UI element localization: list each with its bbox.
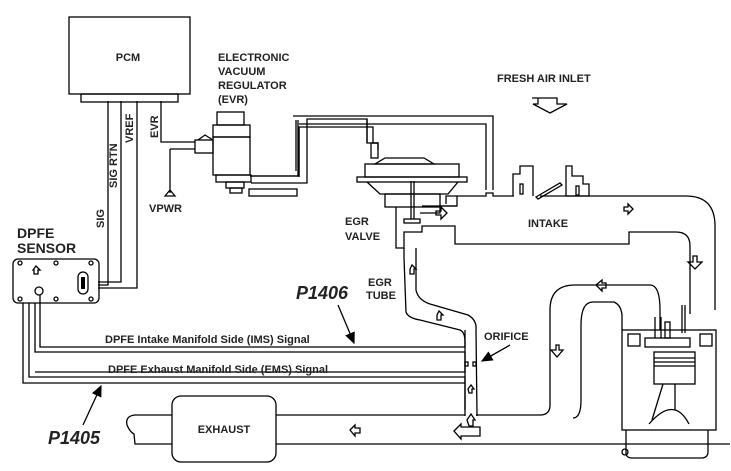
ims-signal-label: DPFE Intake Manifold Side (IMS) Signal (105, 334, 310, 346)
wire-label-vref: VREF (124, 113, 136, 143)
wire-label-evr: EVR (149, 115, 161, 138)
intake-manifold: INTAKE (395, 165, 716, 314)
fresh-air-label: FRESH AIR INLET (497, 73, 591, 85)
pcm-label: PCM (116, 52, 140, 64)
flow-arrow-icon (466, 412, 477, 427)
evr-label-line2: VACUUM (218, 66, 265, 78)
p1405-pointer-arrow (82, 384, 102, 426)
pcm-wires (98, 101, 195, 289)
egr-tube-label-line2: TUBE (366, 290, 396, 302)
vpwr-label: VPWR (149, 203, 182, 215)
egr-valve-label-line2: VALVE (345, 231, 380, 243)
orifice-label: ORIFICE (484, 331, 529, 343)
dpfe-label-line1: DPFE (17, 225, 54, 241)
flow-arrow-icon (686, 255, 704, 270)
flow-arrow-icon (409, 263, 418, 275)
p1406-pointer-arrow (337, 304, 355, 345)
egr-valve: EGR VALVE (345, 142, 468, 243)
flow-arrow-icon (349, 423, 361, 438)
signal-hoses: DPFE Intake Manifold Side (IMS) Signal D… (22, 295, 466, 410)
flow-arrow-icon (595, 278, 607, 293)
wire-label-sig-rtn: SIG RTN (108, 143, 120, 188)
flow-arrow-icon (453, 422, 481, 441)
wire-label-sig: SIG (95, 209, 107, 228)
dpfe-label-line2: SENSOR (17, 240, 76, 256)
vpwr-terminal-icon (163, 188, 177, 197)
evr-solenoid: ELECTRONIC VACUUM REGULATOR (EVR) (194, 52, 299, 197)
flow-arrow-icon (549, 344, 565, 358)
evr-label-line3: REGULATOR (218, 80, 287, 92)
flow-arrow-icon (467, 383, 476, 394)
dpfe-arrow-icon (31, 265, 42, 275)
fresh-air-arrow-icon (532, 97, 568, 114)
vacuum-hoses (251, 115, 494, 190)
exhaust-label: EXHAUST (198, 424, 251, 436)
flow-arrow-icon (435, 205, 448, 221)
dpfe-sensor: DPFE SENSOR (12, 225, 100, 304)
egr-valve-label-line1: EGR (345, 216, 369, 228)
orifice-port-ems (472, 361, 477, 367)
spark-plug-icon (664, 321, 671, 339)
flow-arrow-icon (623, 202, 634, 216)
evr-label-line1: ELECTRONIC (218, 52, 290, 64)
flow-arrow-icon (436, 309, 445, 321)
orifice-pointer-arrow (480, 344, 511, 362)
dtc-p1405-label: P1405 (48, 428, 101, 448)
egr-tube-label-line1: EGR (368, 277, 392, 289)
evr-label-line4: (EVR) (218, 94, 248, 106)
pcm-module: PCM (68, 16, 191, 103)
intake-label: INTAKE (528, 218, 568, 230)
dtc-p1406-label: P1406 (296, 283, 349, 303)
egr-tube: EGR TUBE ORIFICE (366, 248, 529, 417)
engine-cylinder (621, 305, 717, 459)
ems-signal-label: DPFE Exhaust Manifold Side (EMS) Signal (108, 364, 328, 376)
exhaust-pipe: EXHAUST (126, 278, 730, 463)
